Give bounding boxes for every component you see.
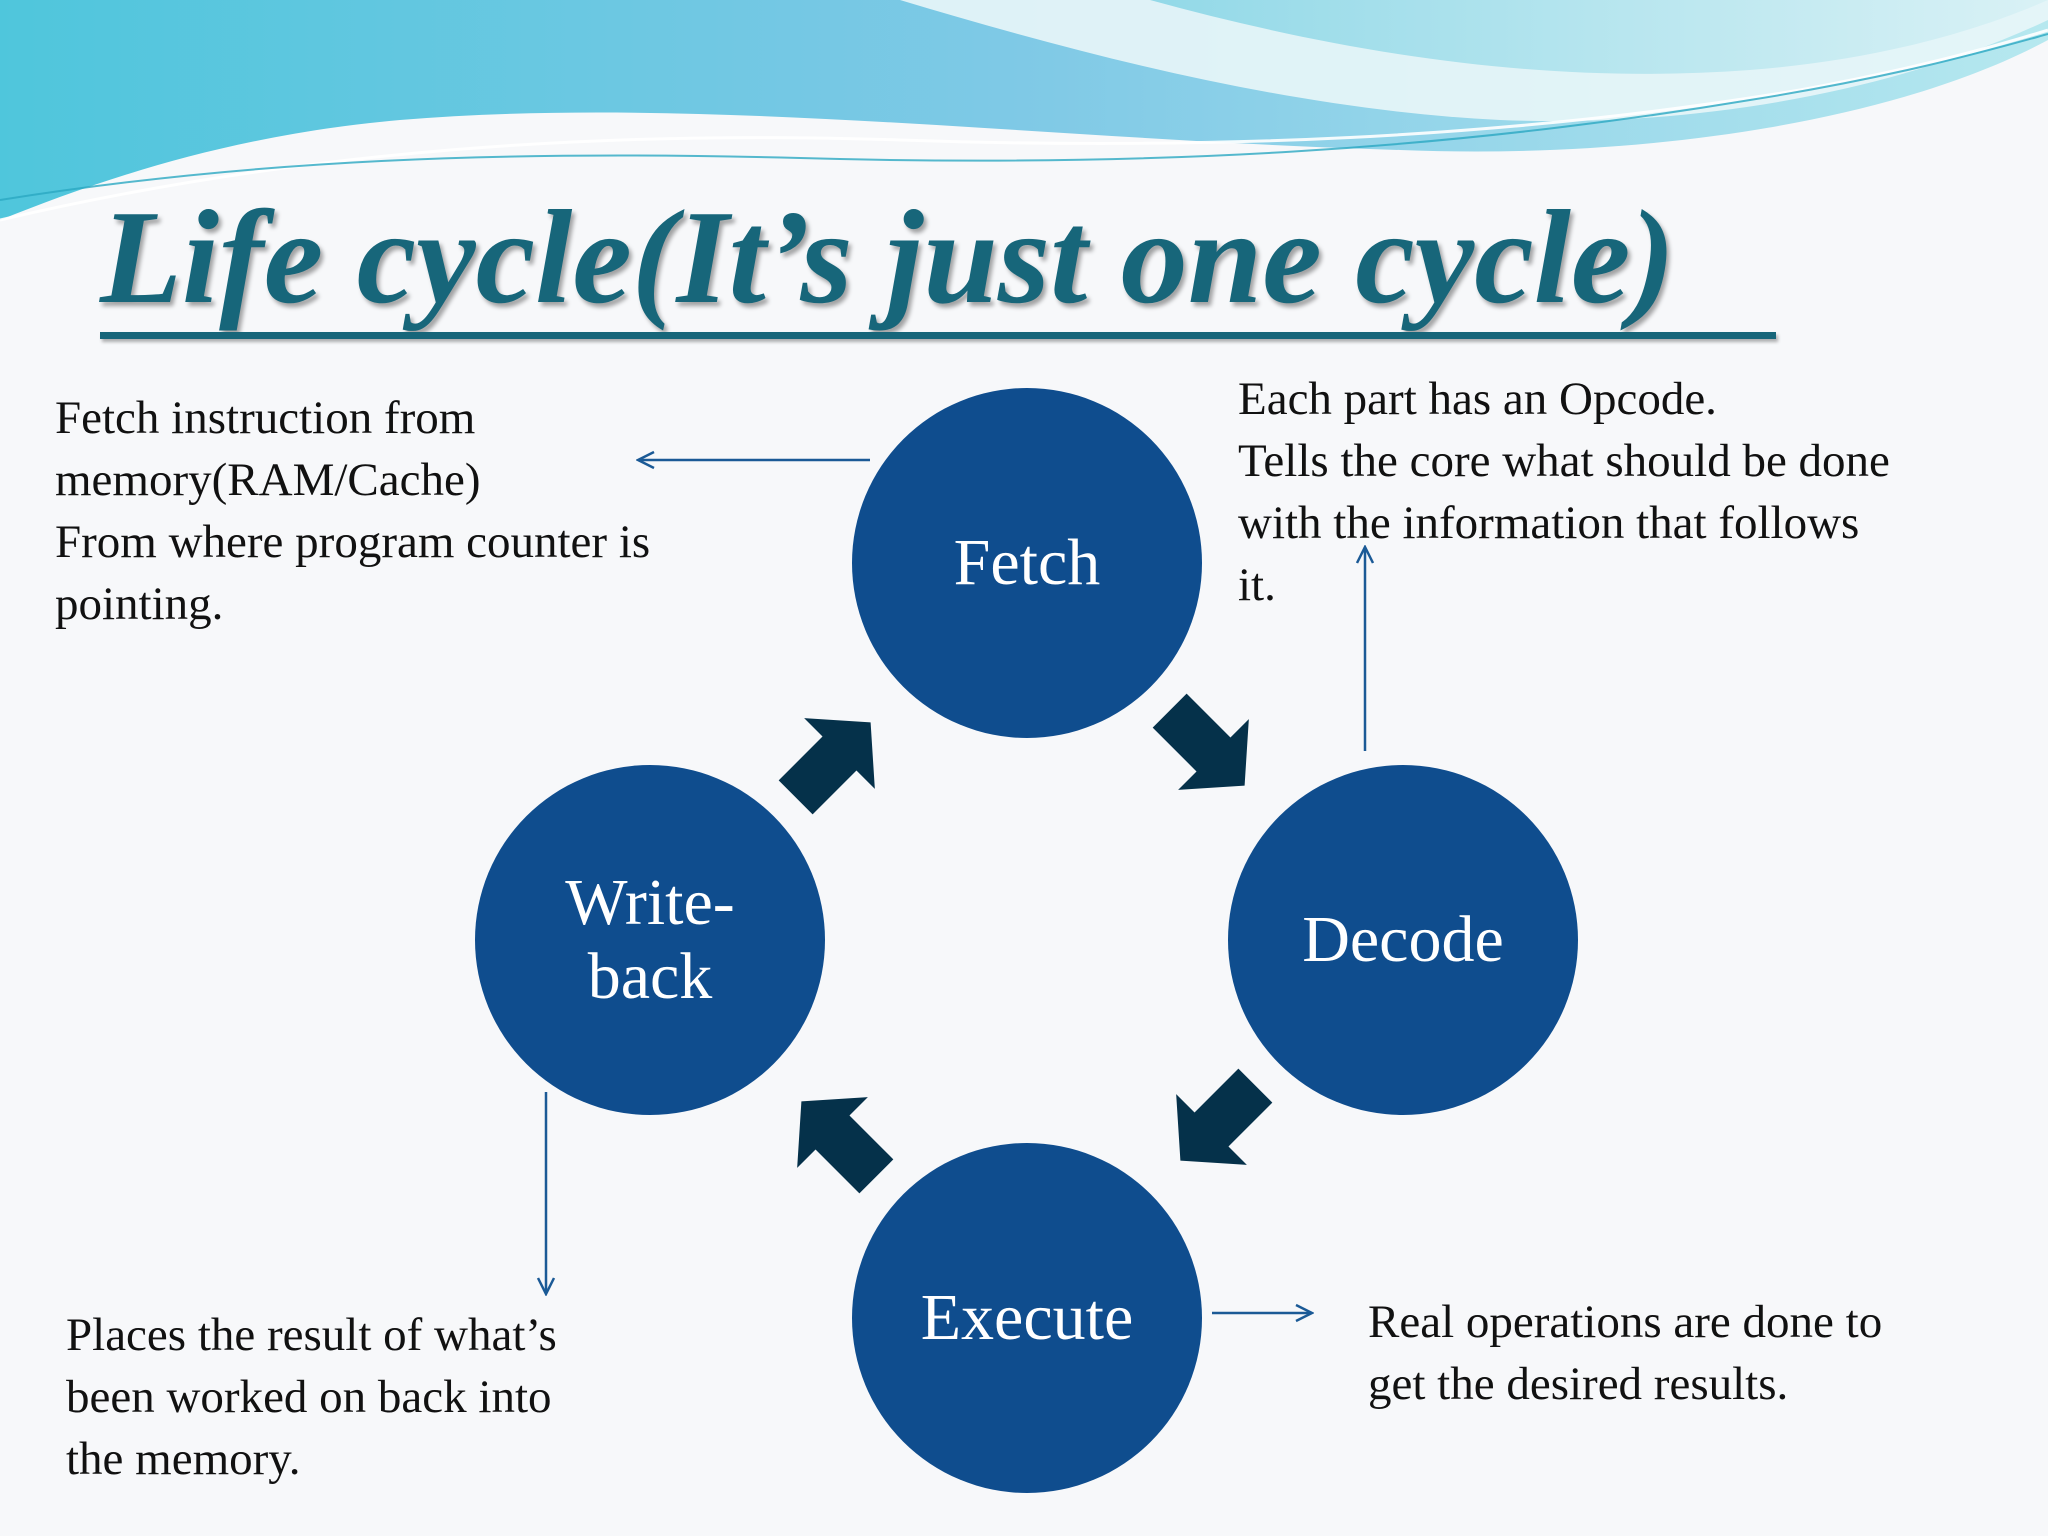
execute-note: Real operations are done to get the desi… bbox=[1368, 1291, 1882, 1415]
header-wave-decoration bbox=[0, 0, 2048, 222]
note-line: it. bbox=[1238, 559, 1276, 611]
stage-label-decode: Decode bbox=[1302, 903, 1504, 977]
note-line: memory(RAM/Cache) bbox=[55, 454, 481, 506]
note-line: Real operations are done to bbox=[1368, 1296, 1883, 1348]
note-line: From where program counter is bbox=[55, 516, 651, 568]
cycle-arrow-execute-to-writeback bbox=[797, 1097, 894, 1194]
note-line: with the information that follows bbox=[1238, 497, 1860, 549]
stage-node-write-back: Write- back bbox=[475, 765, 825, 1115]
stage-label-line: back bbox=[587, 940, 713, 1013]
note-line: get the desired results. bbox=[1368, 1358, 1789, 1410]
stage-label-execute: Execute bbox=[921, 1281, 1134, 1355]
cycle-arrow-writeback-to-fetch bbox=[778, 718, 875, 815]
note-line: pointing. bbox=[55, 578, 224, 630]
cycle-arrow-fetch-to-decode bbox=[1152, 693, 1249, 790]
fetch-note: Fetch instruction from memory(RAM/Cache)… bbox=[55, 387, 650, 635]
stage-label-line: Write- bbox=[565, 866, 735, 940]
stage-label-line: Decode bbox=[1302, 903, 1504, 977]
stage-node-decode: Decode bbox=[1228, 765, 1578, 1115]
stage-node-execute: Execute bbox=[852, 1143, 1202, 1493]
stage-label-line: Fetch bbox=[953, 526, 1101, 600]
note-line: Places the result of what’s bbox=[66, 1309, 557, 1361]
title-underline bbox=[100, 332, 1776, 339]
slide-title: Life cycle(It’s just one cycle) bbox=[100, 183, 1676, 331]
stage-label-fetch: Fetch bbox=[954, 526, 1101, 600]
write-back-note: Places the result of what’s been worked … bbox=[66, 1304, 557, 1490]
note-line: Each part has an Opcode. bbox=[1238, 373, 1717, 425]
note-line: Tells the core what should be done bbox=[1238, 435, 1890, 487]
decode-note: Each part has an Opcode. Tells the core … bbox=[1238, 368, 1890, 616]
stage-node-fetch: Fetch bbox=[852, 388, 1202, 738]
stage-label-write-back: Write- back bbox=[565, 866, 735, 1014]
note-line: Fetch instruction from bbox=[55, 392, 476, 444]
cycle-arrow-decode-to-execute bbox=[1176, 1068, 1273, 1165]
note-line: the memory. bbox=[66, 1433, 301, 1485]
note-line: been worked on back into bbox=[66, 1371, 552, 1423]
stage-label-line: Execute bbox=[920, 1281, 1134, 1355]
